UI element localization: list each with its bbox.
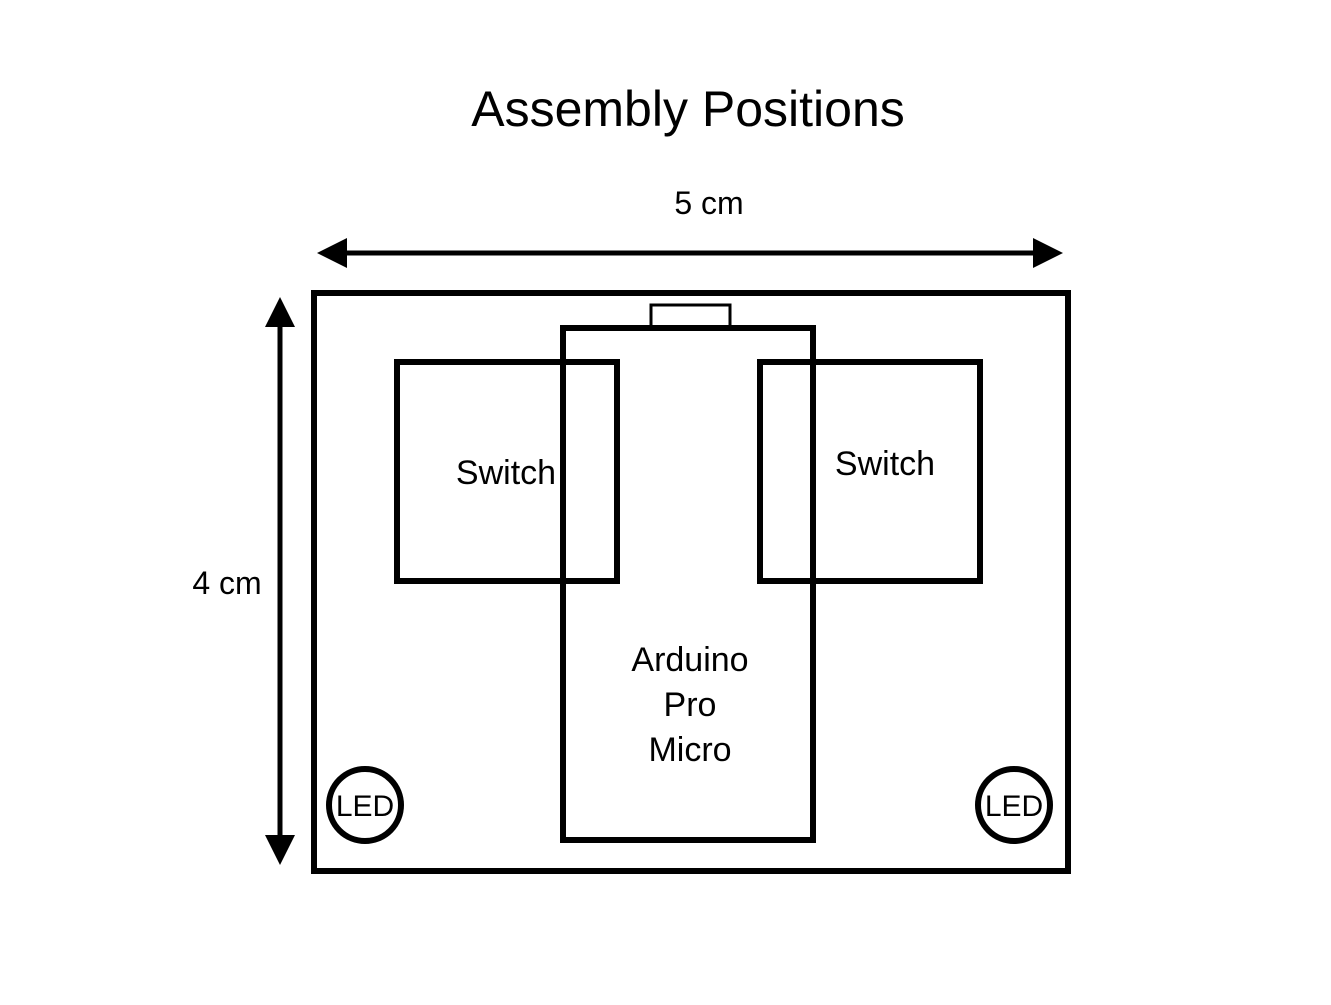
arduino-label-line-1: Arduino (631, 641, 748, 679)
board-outline (311, 290, 1071, 874)
switch-left-outline (394, 359, 620, 584)
led-left-label: LED (336, 790, 394, 823)
switch-right-label: Switch (835, 445, 935, 483)
led-left-outline (326, 766, 404, 844)
led-right-outline (975, 766, 1053, 844)
switch-left-label: Switch (456, 454, 556, 492)
width-dimension-label: 5 cm (674, 185, 743, 221)
arduino-label-line-2: Pro (664, 686, 717, 724)
led-right-label: LED (985, 790, 1043, 823)
usb-connector (649, 303, 732, 330)
diagram-title: Assembly Positions (471, 81, 905, 137)
switch-right-outline (757, 359, 983, 584)
arduino-label-line-3: Micro (648, 731, 731, 769)
height-dimension-label: 4 cm (192, 565, 261, 601)
